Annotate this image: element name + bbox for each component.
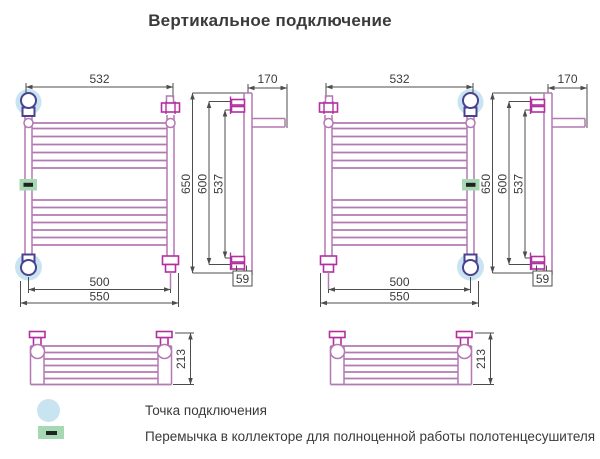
- legend-jumper-label: Перемычка в коллекторе для полноценной р…: [145, 429, 596, 444]
- dim-label-height-mount: 537: [512, 174, 526, 194]
- dim-label-depth-top: 170: [257, 72, 277, 86]
- dim-label-height-total: 650: [179, 174, 193, 194]
- dim-label-width-top: 532: [89, 72, 109, 86]
- dim-label-width-axis: 500: [389, 275, 409, 289]
- dim-label-depth-top: 170: [557, 72, 577, 86]
- front-view-left: [15, 83, 180, 307]
- legend-connection-point-icon: [37, 399, 60, 422]
- dim-label-height-mount: 537: [212, 174, 226, 194]
- dim-label-plan-depth: 213: [174, 349, 188, 369]
- dim-labels-right: 532 170 650 600 537 500 550 59 213: [389, 72, 577, 369]
- dim-label-width-total: 550: [89, 290, 109, 304]
- dim-label-width-top: 532: [389, 72, 409, 86]
- dim-labels-left: 532 170 650 600 537 500 550 59 213: [89, 72, 277, 369]
- dim-label-height-total: 650: [479, 174, 493, 194]
- dim-label-offset-bottom: 59: [536, 272, 550, 286]
- page-title: Вертикальное подключение: [148, 11, 392, 30]
- front-view-right: [320, 83, 485, 307]
- plan-view-left: [30, 332, 195, 385]
- legend-connection-point-label: Точка подключения: [145, 403, 267, 418]
- dim-label-height-axis: 600: [496, 174, 510, 194]
- legend-jumper-dash: [46, 430, 57, 435]
- dim-label-offset-bottom: 59: [236, 272, 250, 286]
- dim-label-width-axis: 500: [89, 275, 109, 289]
- dim-label-height-axis: 600: [196, 174, 210, 194]
- legend-jumper-icon: [38, 426, 64, 439]
- plan-view-right: [330, 332, 495, 385]
- dim-label-plan-depth: 213: [474, 349, 488, 369]
- dim-label-width-total: 550: [389, 290, 409, 304]
